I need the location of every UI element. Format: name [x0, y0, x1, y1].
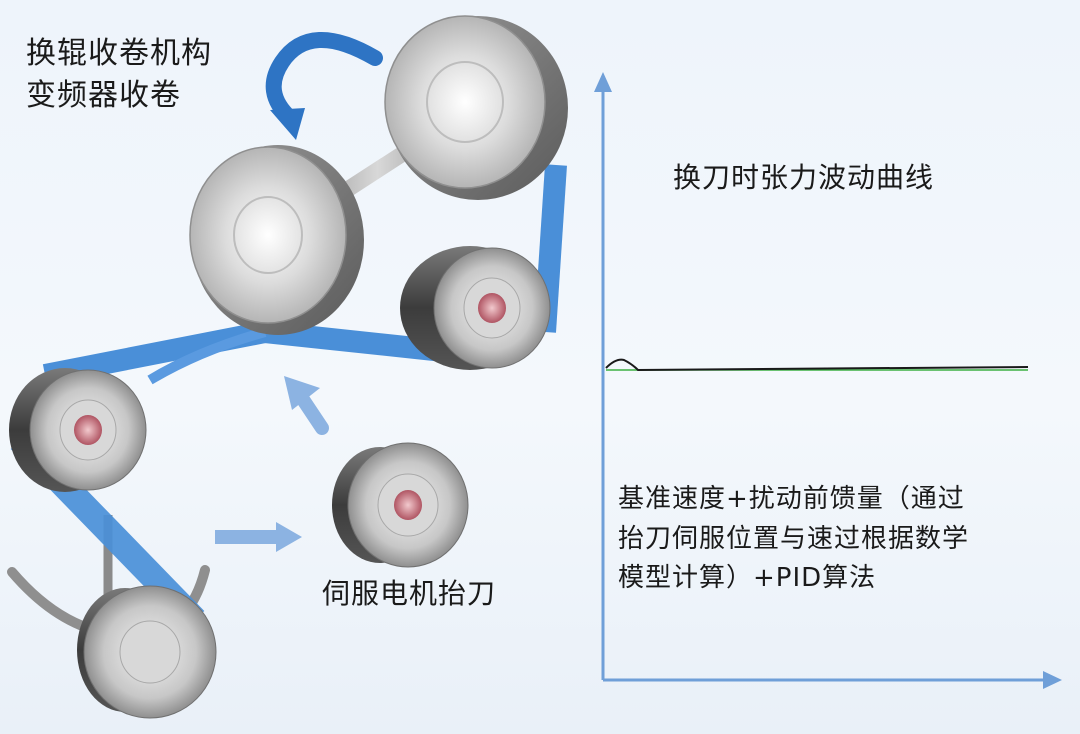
arrow-up-icon [284, 376, 329, 435]
chart-axes [594, 72, 1062, 689]
control-text-line2: 抬刀伺服位置与速过根据数学 [618, 524, 970, 554]
control-text-line3: 模型计算）+PID算法 [618, 563, 877, 593]
arrow-right-icon [215, 522, 302, 552]
curved-arrow-icon [265, 31, 383, 140]
mechanism-label-line2: 变频器收卷 [26, 78, 181, 113]
servo-lift-label: 伺服电机抬刀 [322, 577, 497, 610]
guide-roller-right [400, 246, 551, 370]
winding-roller-main [189, 145, 364, 335]
servo-motor-roller [332, 442, 469, 568]
guide-roller-left [9, 368, 147, 492]
tension-curve [605, 358, 1029, 372]
control-text-line1: 基准速度+扰动前馈量（通过 [618, 484, 965, 514]
curve-title: 换刀时张力波动曲线 [673, 161, 935, 194]
winding-roller-top [384, 15, 568, 200]
mechanism-label-line1: 换辊收卷机构 [26, 36, 212, 71]
cutter-roller [77, 585, 217, 719]
